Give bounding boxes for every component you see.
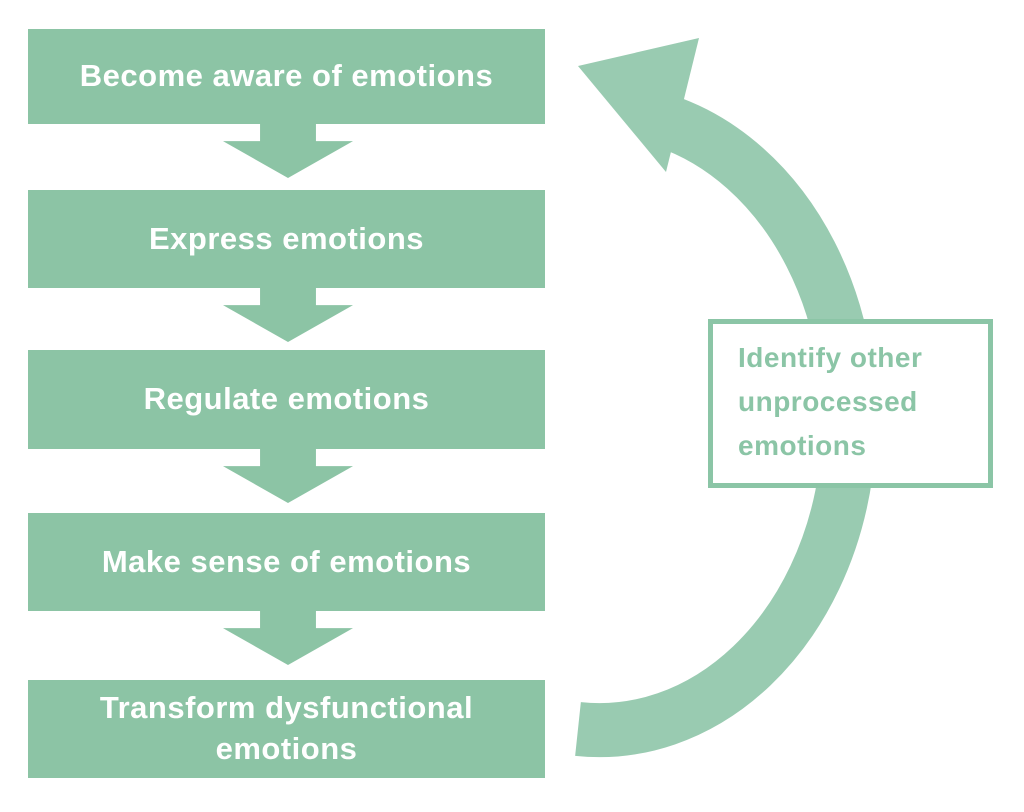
- loop-label-line: emotions: [738, 430, 867, 461]
- loop-label-line: Identify other: [738, 342, 923, 373]
- flow-step-regulate: Regulate emotions: [28, 350, 545, 449]
- flow-step-label: Express emotions: [148, 220, 425, 256]
- flow-step-label: Become aware of emotions: [79, 58, 494, 94]
- loop-label-box: Identify other unprocessed emotions: [708, 319, 993, 488]
- loop-arrow-head-icon: [578, 38, 699, 172]
- flow-step-label: Regulate emotions: [143, 381, 430, 417]
- flow-step-become-aware: Become aware of emotions: [28, 29, 545, 124]
- flow-step-label: Make sense of emotions: [101, 543, 472, 579]
- flow-step-label: Transform dysfunctional emotions: [99, 690, 474, 766]
- flow-step-express: Express emotions: [28, 190, 545, 288]
- flow-step-make-sense: Make sense of emotions: [28, 513, 545, 611]
- loop-label-line: unprocessed: [738, 386, 918, 417]
- flow-step-transform: Transform dysfunctional emotions: [28, 680, 545, 778]
